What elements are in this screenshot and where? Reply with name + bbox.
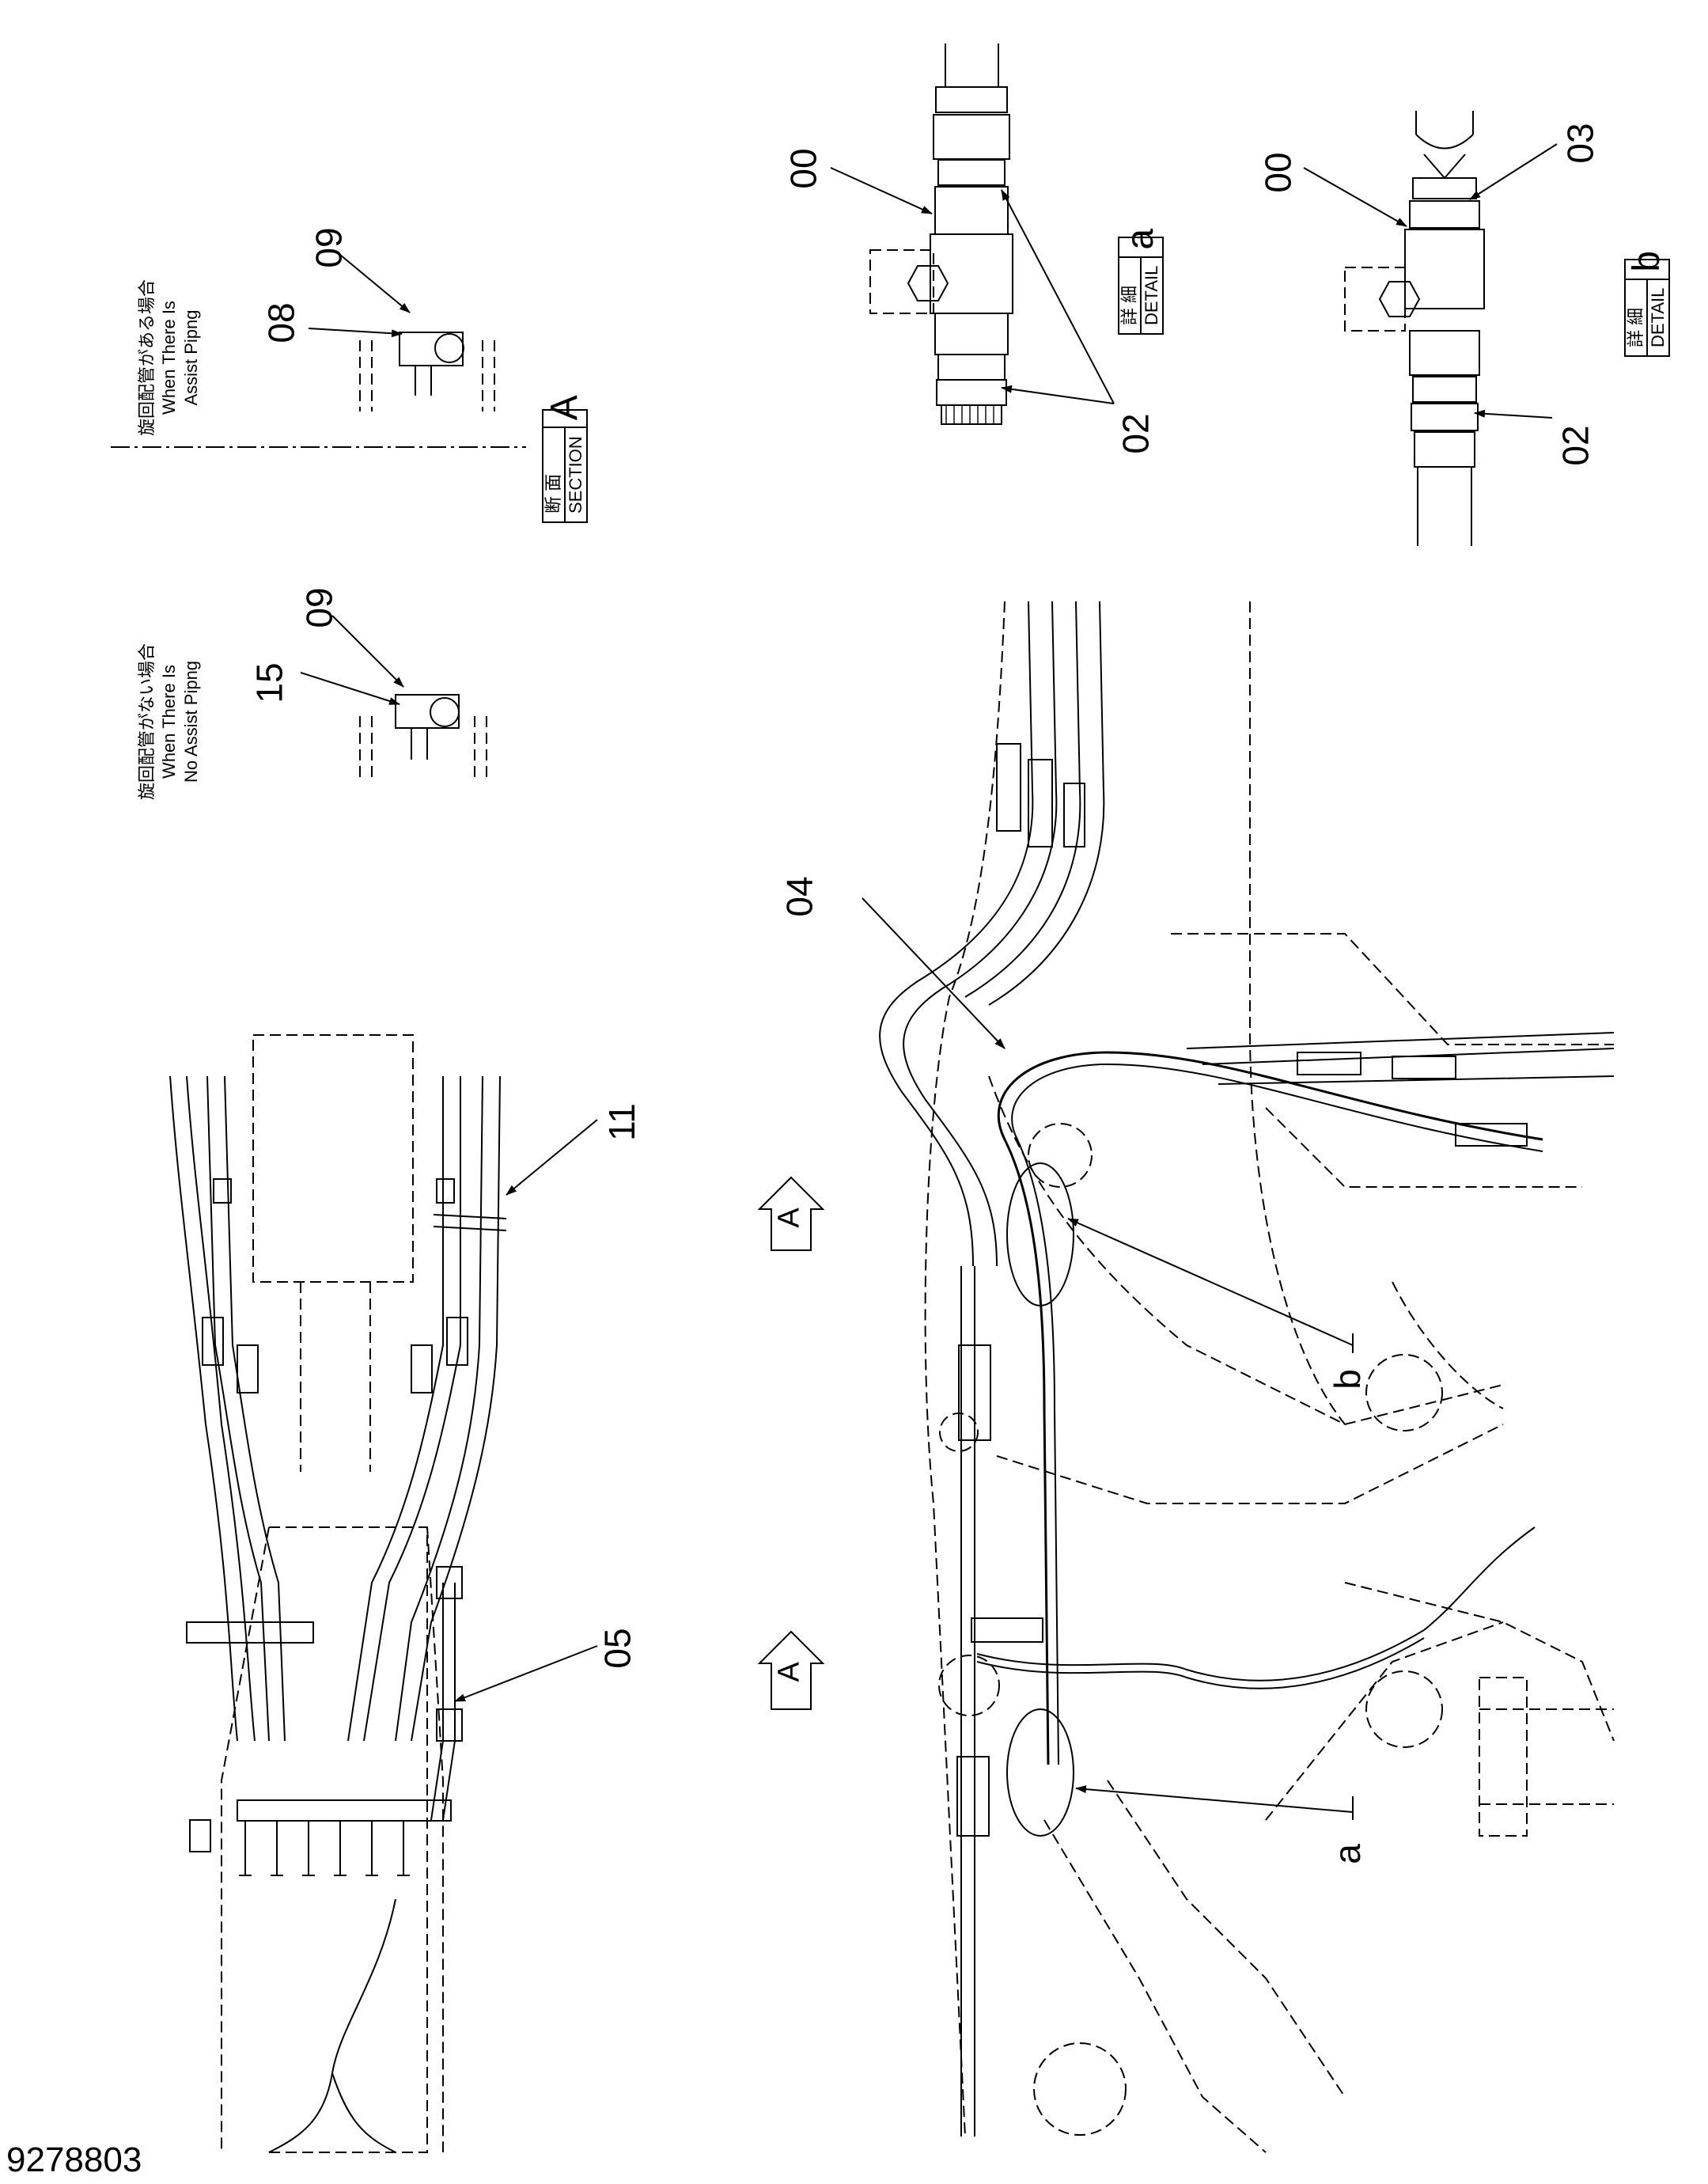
section-label-letter: A — [543, 395, 585, 421]
callout-00-detail-b: 00 — [1257, 152, 1299, 193]
callout-a: a — [1326, 1844, 1368, 1864]
callout-09-with-assist: 09 — [308, 227, 350, 268]
note-with-assist-en1: When There Is — [159, 301, 180, 415]
detail-a-label-en: DETAIL — [1142, 265, 1161, 325]
callout-11: 11 — [600, 1103, 642, 1141]
callout-08: 08 — [260, 302, 302, 343]
callout-05: 05 — [596, 1628, 638, 1669]
callout-09-no-assist: 09 — [298, 587, 340, 628]
detail-a-leaders — [830, 167, 1115, 404]
detail-b-label-letter: b — [1626, 250, 1668, 272]
note-with-assist-piping: 旋回配管がある場合 When There Is Assist Pipng — [136, 279, 203, 436]
view-arrow-upper — [757, 1176, 825, 1251]
note-with-assist-en2: Assist Pipng — [181, 309, 202, 406]
section-a-with-assist — [111, 332, 526, 448]
callout-03-detail-b: 03 — [1559, 123, 1601, 164]
note-with-assist-jp: 旋回配管がある場合 — [137, 279, 157, 437]
callout-15: 15 — [248, 662, 290, 703]
detail-a-drawing — [869, 44, 1013, 425]
boom-side-view — [879, 601, 1615, 2153]
note-no-assist-en1: When There Is — [159, 665, 180, 779]
callout-02-detail-a: 02 — [1115, 413, 1157, 454]
detail-b-label-jp: 詳 細 — [1626, 279, 1648, 355]
note-no-assist-jp: 旋回配管がない場合 — [137, 643, 157, 801]
callout-b: b — [1326, 1369, 1368, 1390]
detail-a-label-box: 詳 細 DETAIL a — [1118, 229, 1164, 335]
detail-a-label-letter: a — [1119, 228, 1161, 250]
section-a-label-box: 断 面 SECTION A — [542, 395, 588, 523]
section-label-en: SECTION — [566, 436, 585, 514]
detail-b-leaders — [1303, 143, 1558, 419]
detail-b-drawing — [1344, 111, 1485, 546]
callout-00-detail-a: 00 — [782, 148, 824, 189]
boom-top-view — [169, 1034, 507, 2153]
detail-b-label-en: DETAIL — [1648, 287, 1668, 347]
document-number: 9278803 — [6, 2140, 142, 2179]
detail-a-label-jp: 詳 細 — [1119, 257, 1142, 333]
note-no-assist-piping: 旋回配管がない場合 When There Is No Assist Pipng — [136, 643, 203, 800]
callout-04: 04 — [778, 876, 820, 917]
section-label-jp: 断 面 — [543, 428, 566, 521]
section-a-no-assist — [359, 694, 487, 779]
note-no-assist-en2: No Assist Pipng — [181, 660, 202, 783]
detail-b-label-box: 詳 細 DETAIL b — [1624, 251, 1670, 357]
callout-02-detail-b: 02 — [1555, 425, 1596, 466]
view-arrow-lower — [757, 1630, 825, 1710]
view-arrow-lower-letter: A — [772, 1662, 806, 1682]
view-arrow-upper-letter: A — [772, 1208, 806, 1228]
